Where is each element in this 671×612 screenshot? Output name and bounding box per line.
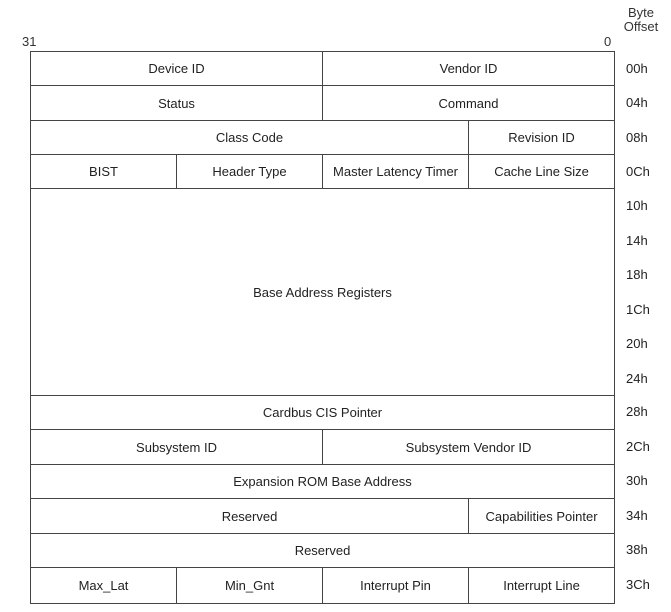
config-space-register-map: Device ID Vendor ID Status Command Class… <box>29 51 616 604</box>
field-cardbus-cis-pointer: Cardbus CIS Pointer <box>29 395 616 430</box>
offset-label-1ch: 1Ch <box>626 302 650 317</box>
field-class-code: Class Code <box>29 120 470 155</box>
offset-label-30h: 30h <box>626 473 648 488</box>
register-row-04h: Status Command <box>29 85 616 121</box>
bit-31-label: 31 <box>22 34 37 49</box>
field-reserved-38h: Reserved <box>29 533 616 568</box>
field-expansion-rom-base-address: Expansion ROM Base Address <box>29 464 616 499</box>
offset-label-20h: 20h <box>626 336 648 351</box>
offset-label-08h: 08h <box>626 130 648 145</box>
offset-label-04h: 04h <box>626 95 648 110</box>
field-master-latency-timer: Master Latency Timer <box>322 154 470 189</box>
field-interrupt-pin: Interrupt Pin <box>322 567 470 604</box>
field-subsystem-id: Subsystem ID <box>29 429 324 465</box>
field-bist: BIST <box>30 154 177 189</box>
field-command: Command <box>322 85 616 121</box>
field-vendor-id: Vendor ID <box>322 51 616 86</box>
byte-offset-header-line2: Offset <box>623 19 659 34</box>
offset-label-0ch: 0Ch <box>626 164 650 179</box>
field-max-lat: Max_Lat <box>30 567 177 604</box>
field-interrupt-line: Interrupt Line <box>468 567 616 604</box>
field-reserved-34h: Reserved <box>29 498 470 534</box>
register-row-08h: Class Code Revision ID <box>29 120 616 155</box>
field-min-gnt: Min_Gnt <box>175 567 324 604</box>
register-row-2ch: Subsystem ID Subsystem Vendor ID <box>29 429 616 465</box>
register-row-10h-24h: Base Address Registers <box>29 188 616 396</box>
bit-0-label: 0 <box>604 34 612 49</box>
offset-label-24h: 24h <box>626 371 648 386</box>
offset-label-00h: 00h <box>626 61 648 76</box>
offset-label-18h: 18h <box>626 267 648 282</box>
field-capabilities-pointer: Capabilities Pointer <box>468 498 616 534</box>
register-row-00h: Device ID Vendor ID <box>29 51 616 86</box>
register-row-28h: Cardbus CIS Pointer <box>29 395 616 430</box>
offset-label-3ch: 3Ch <box>626 577 650 592</box>
offset-label-10h: 10h <box>626 198 648 213</box>
offset-label-14h: 14h <box>626 233 648 248</box>
field-subsystem-vendor-id: Subsystem Vendor ID <box>322 429 616 465</box>
register-row-34h: Reserved Capabilities Pointer <box>29 498 616 534</box>
field-cache-line-size: Cache Line Size <box>468 154 616 189</box>
field-device-id: Device ID <box>29 51 324 86</box>
offset-label-38h: 38h <box>626 542 648 557</box>
register-row-3ch: Max_Lat Min_Gnt Interrupt Pin Interrupt … <box>30 567 616 604</box>
field-header-type: Header Type <box>175 154 324 189</box>
offset-label-34h: 34h <box>626 508 648 523</box>
register-row-38h: Reserved <box>29 533 616 568</box>
field-revision-id: Revision ID <box>468 120 616 155</box>
byte-offset-header-line1: Byte <box>627 5 654 20</box>
field-base-address-registers: Base Address Registers <box>29 188 616 396</box>
register-row-30h: Expansion ROM Base Address <box>29 464 616 499</box>
byte-offset-header: Byte Offset <box>614 6 668 34</box>
offset-label-2ch: 2Ch <box>626 439 650 454</box>
offset-label-28h: 28h <box>626 404 648 419</box>
field-status: Status <box>29 85 324 121</box>
register-row-0ch: BIST Header Type Master Latency Timer Ca… <box>30 154 616 189</box>
